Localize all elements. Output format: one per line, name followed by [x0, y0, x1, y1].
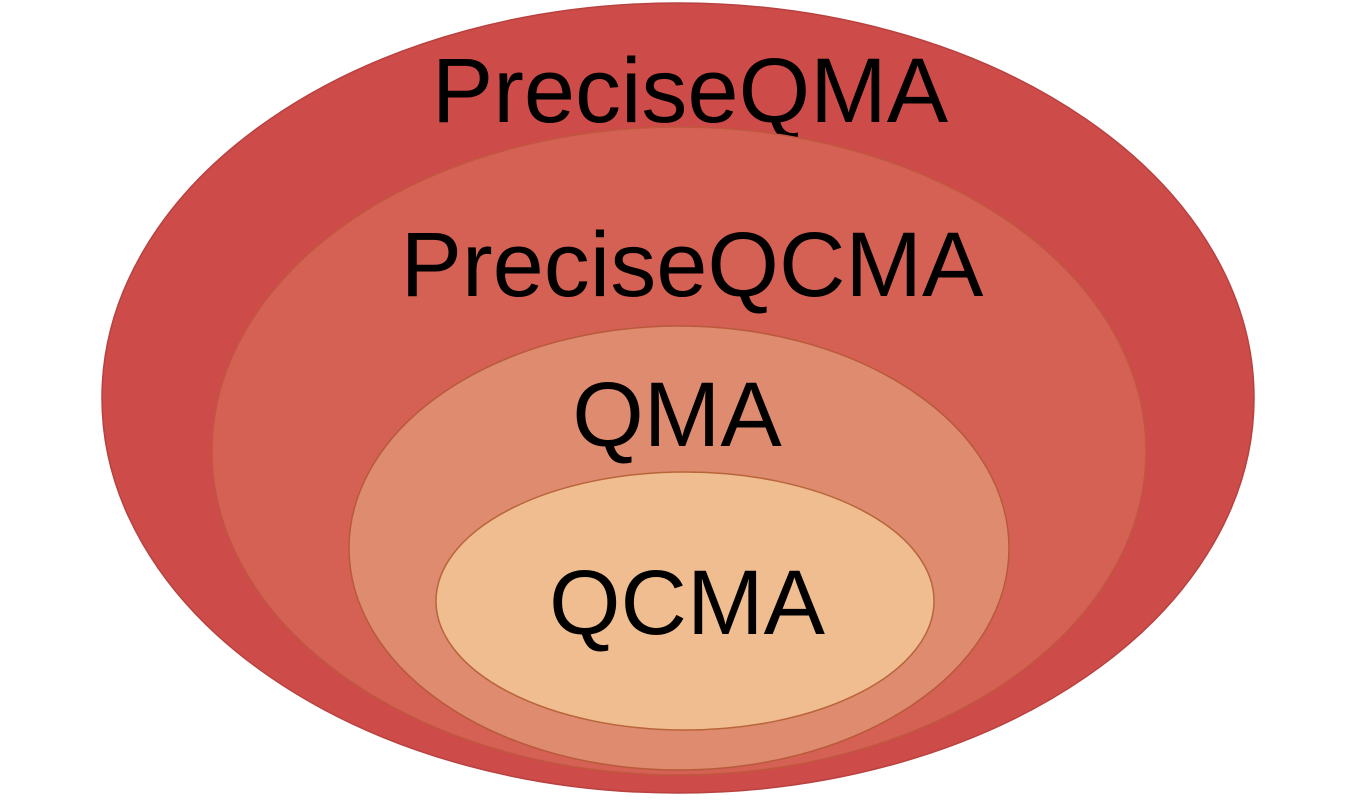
set-preciseqcma-label: PreciseQCMA [401, 214, 984, 316]
set-qcma-ellipse [435, 471, 935, 731]
set-qcma: QCMA [435, 471, 935, 731]
set-qma-label: QMA [572, 364, 782, 466]
set-qcma-label: QCMA [549, 552, 826, 654]
set-preciseqma-label: PreciseQMA [432, 40, 949, 142]
